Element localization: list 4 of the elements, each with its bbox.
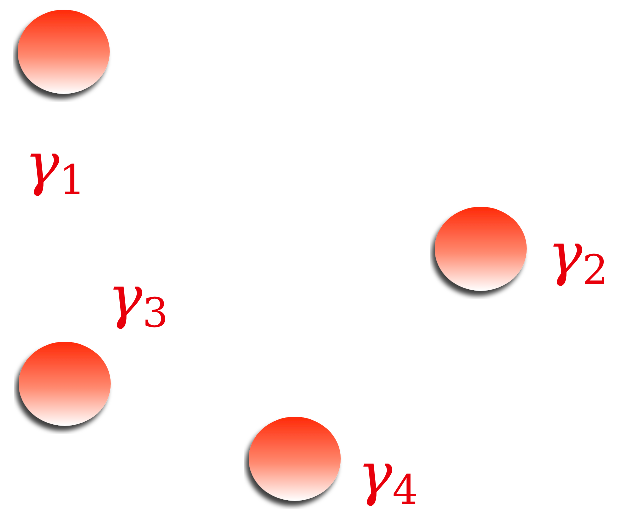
variable-label: γ$_{3}$: [108, 268, 168, 334]
variable-label: γ$_{4}$: [358, 445, 418, 511]
variable-label: γ$_{2}$: [548, 225, 608, 291]
variable-label: γ$_{1}$: [25, 135, 86, 201]
